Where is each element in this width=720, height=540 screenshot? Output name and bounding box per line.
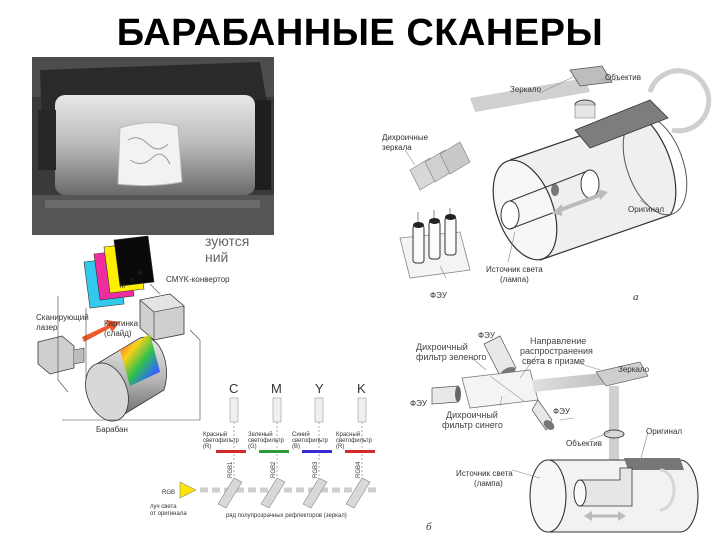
- label-b-light-1: Источник света: [456, 469, 513, 478]
- page-title: БАРАБАННЫЕ СКАНЕРЫ: [116, 12, 604, 54]
- label-a-pmt: ФЭУ: [430, 291, 448, 300]
- label-b-mirror: Зеркало: [618, 365, 650, 374]
- label-a-original: Оригинал: [628, 205, 664, 214]
- filter-1-l1: Красный: [203, 431, 227, 438]
- label-b-pmt-left: ФЭУ: [410, 399, 428, 408]
- label-cmyk-k: K: [138, 271, 142, 277]
- label-laser-1: Сканирующий: [36, 313, 89, 322]
- label-b-green-1: Дихроичный: [416, 342, 468, 352]
- diagram-rgb: [179, 397, 380, 509]
- label-b-direction-3: света в призме: [522, 356, 585, 366]
- scanner-photo: [32, 57, 274, 235]
- photo-overlay-1: зуются: [205, 233, 249, 249]
- reflectors-label: ряд полупрозрачных рефлекторов (зеркал): [226, 513, 347, 519]
- filter-1-l2: светофильтр: [203, 438, 239, 444]
- original-sheet: [574, 99, 669, 149]
- rgb-tag: RGB: [162, 490, 175, 496]
- channel-c: C: [229, 381, 238, 396]
- beam-label-2: от оригинала: [150, 511, 187, 517]
- filter-2-l2: светофильтр: [248, 438, 284, 444]
- filter-3-l3: (B): [292, 444, 300, 450]
- label-b-blue-2: фильтр синего: [442, 420, 503, 430]
- mirror-shape: [569, 65, 613, 87]
- filter-2-l3: (G): [248, 444, 257, 450]
- rgb1-label: RGB1: [228, 461, 234, 478]
- rgb4-label: RGB4: [356, 461, 362, 478]
- label-b-light-2: (лампа): [474, 479, 503, 488]
- label-a-light-2: (лампа): [500, 275, 529, 284]
- filter-3-l2: светофильтр: [292, 438, 328, 444]
- label-b-objective: Объектив: [566, 439, 602, 448]
- filter-4-l1: Красный: [336, 431, 360, 438]
- diagram-b: [431, 335, 699, 533]
- label-b-letter: б: [426, 521, 432, 533]
- label-cmyk-converter: CMYK-конвертор: [166, 275, 230, 284]
- channel-m: M: [271, 381, 282, 396]
- label-b-direction-1: Направление: [530, 336, 586, 346]
- laser-box: [37, 335, 75, 375]
- filter-3-l1: Синий: [292, 431, 310, 438]
- label-picture-1: Картинка: [104, 319, 139, 328]
- beam-label-1: луч света: [150, 504, 177, 510]
- photo-overlay-2: ний: [205, 249, 228, 265]
- label-cmyk-m: M: [120, 284, 125, 290]
- label-b-direction-2: распространения: [520, 346, 593, 356]
- label-b-original: Оригинал: [646, 427, 682, 436]
- label-a-light-1: Источник света: [486, 265, 543, 274]
- label-a-letter: a: [633, 291, 639, 303]
- label-a-dichroic-2: зеркала: [382, 143, 412, 152]
- filter-4-l2: светофильтр: [336, 438, 372, 444]
- label-cmyk-y: Y: [130, 278, 134, 284]
- label-b-blue-1: Дихроичный: [446, 410, 498, 420]
- label-laser-2: лазер: [36, 323, 58, 332]
- diagram-cmyk: [37, 235, 201, 422]
- filter-4-l3: (R): [336, 444, 344, 450]
- rgb3-label: RGB3: [313, 461, 319, 478]
- label-a-dichroic-1: Дихроичные: [382, 133, 429, 142]
- filter-1-l3: (R): [203, 444, 211, 450]
- mirror-b: [595, 361, 649, 387]
- label-a-objective: Объектив: [605, 73, 641, 82]
- label-b-pmt-top: ФЭУ: [478, 331, 496, 340]
- channel-y: Y: [315, 381, 324, 396]
- prism-block: [461, 369, 539, 409]
- label-b-pmt-right: ФЭУ: [553, 407, 571, 416]
- label-picture-2: (слайд): [104, 329, 132, 338]
- rgb2-label: RGB2: [271, 461, 277, 478]
- label-b-green-2: фильтр зеленого: [416, 352, 486, 362]
- label-drum: Барабан: [96, 425, 128, 434]
- diagram-a: [399, 65, 712, 279]
- channel-k: K: [357, 381, 366, 396]
- filter-2-l1: Зеленый: [248, 431, 273, 438]
- label-a-mirror: Зеркало: [510, 85, 542, 94]
